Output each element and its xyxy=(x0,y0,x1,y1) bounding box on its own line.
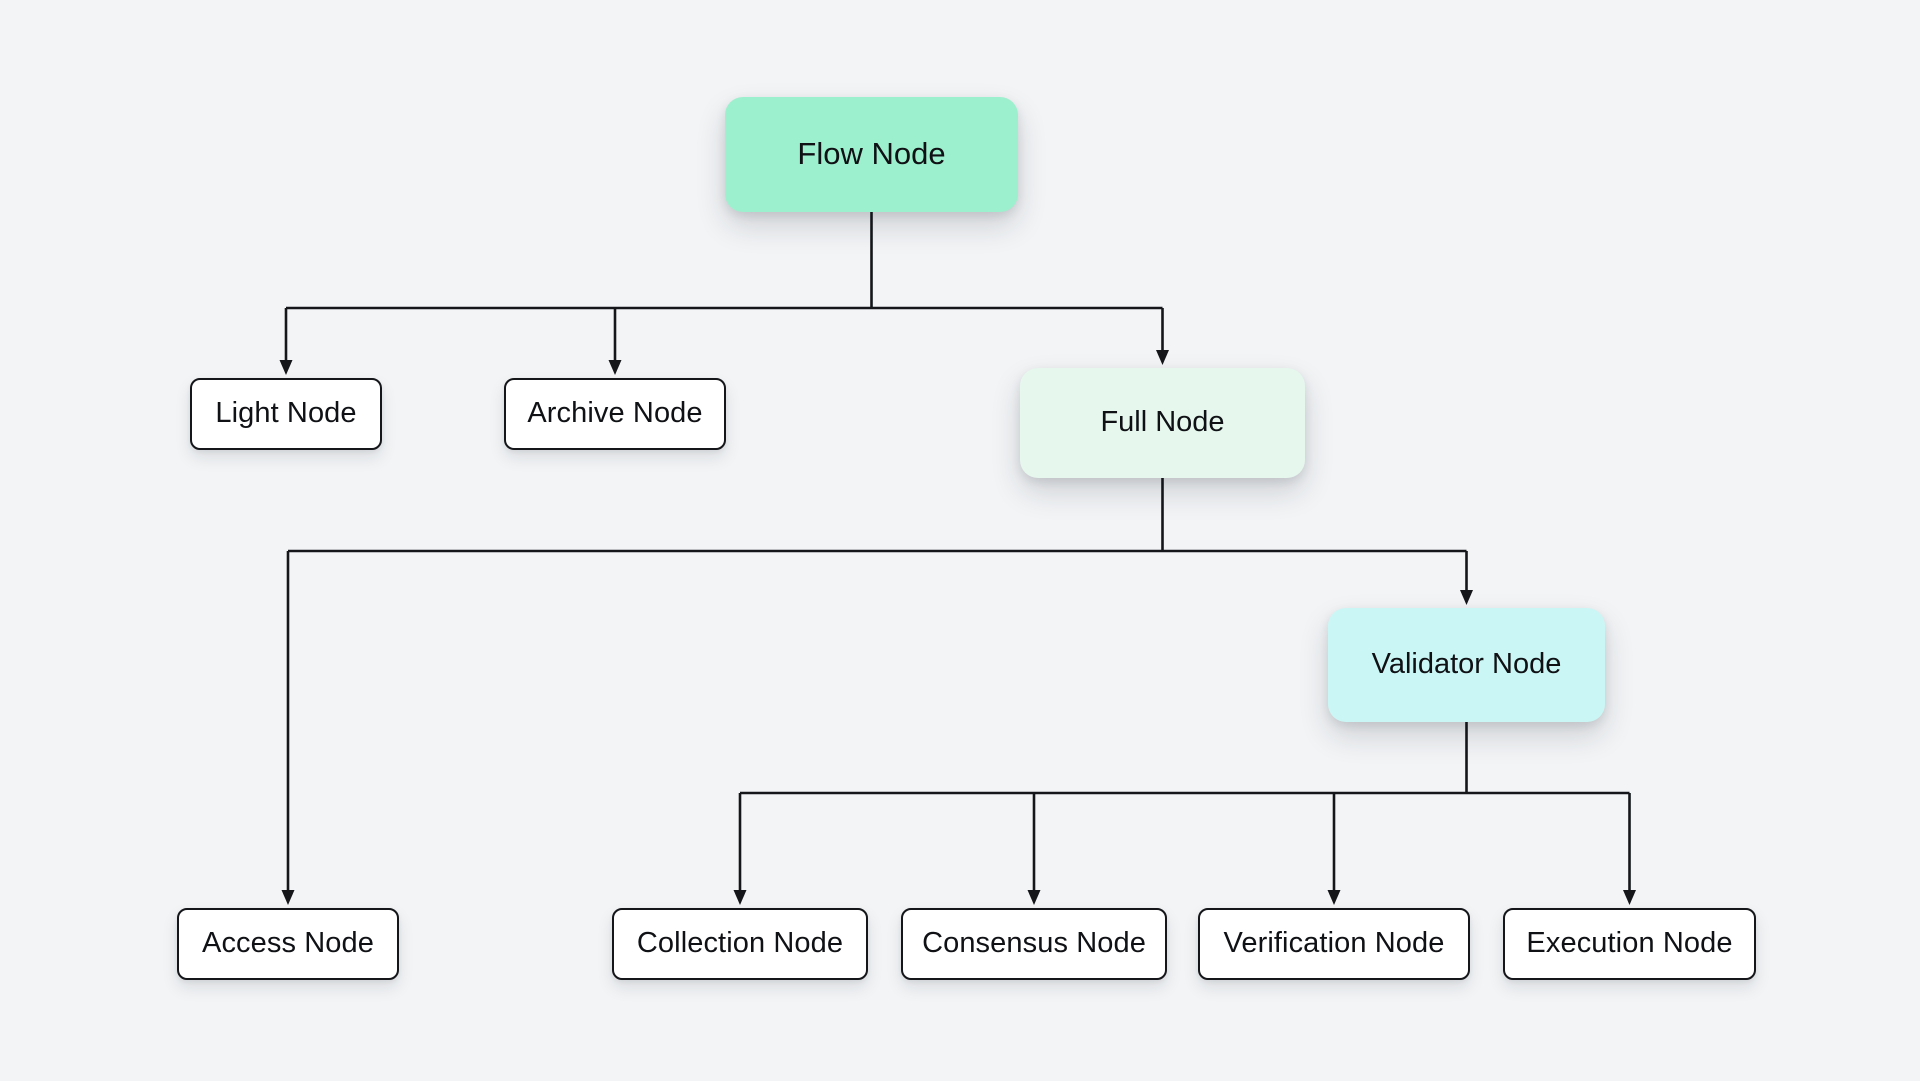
connector-group-full-node xyxy=(281,478,1473,905)
arrowhead-icon xyxy=(279,360,293,375)
node-label: Full Node xyxy=(1100,406,1225,439)
node-flow-node[interactable]: Flow Node xyxy=(725,97,1018,212)
arrowhead-icon xyxy=(1623,890,1636,905)
node-execution-node[interactable]: Execution Node xyxy=(1503,908,1756,980)
node-consensus-node[interactable]: Consensus Node xyxy=(901,908,1167,980)
arrowhead-icon xyxy=(1027,890,1041,905)
node-verification-node[interactable]: Verification Node xyxy=(1198,908,1470,980)
node-light-node[interactable]: Light Node xyxy=(190,378,382,450)
node-label: Validator Node xyxy=(1371,648,1562,681)
node-label: Archive Node xyxy=(527,397,703,430)
node-access-node[interactable]: Access Node xyxy=(177,908,399,980)
node-label: Consensus Node xyxy=(922,927,1146,960)
node-label: Verification Node xyxy=(1223,927,1445,960)
node-label: Access Node xyxy=(202,927,374,960)
arrowhead-icon xyxy=(1156,350,1169,365)
arrowhead-icon xyxy=(1460,590,1473,605)
node-archive-node[interactable]: Archive Node xyxy=(504,378,726,450)
node-label: Flow Node xyxy=(797,136,946,172)
arrowhead-icon xyxy=(281,890,295,905)
connector-group-validator-node xyxy=(733,722,1636,905)
node-full-node[interactable]: Full Node xyxy=(1020,368,1305,478)
node-label: Collection Node xyxy=(636,927,844,960)
node-validator-node[interactable]: Validator Node xyxy=(1328,608,1605,722)
arrowhead-icon xyxy=(1327,890,1341,905)
arrowhead-icon xyxy=(608,360,622,375)
node-label: Light Node xyxy=(215,397,357,430)
connector-group-flow-node xyxy=(279,212,1169,375)
arrowhead-icon xyxy=(733,890,747,905)
node-label: Execution Node xyxy=(1526,927,1733,960)
node-collection-node[interactable]: Collection Node xyxy=(612,908,868,980)
